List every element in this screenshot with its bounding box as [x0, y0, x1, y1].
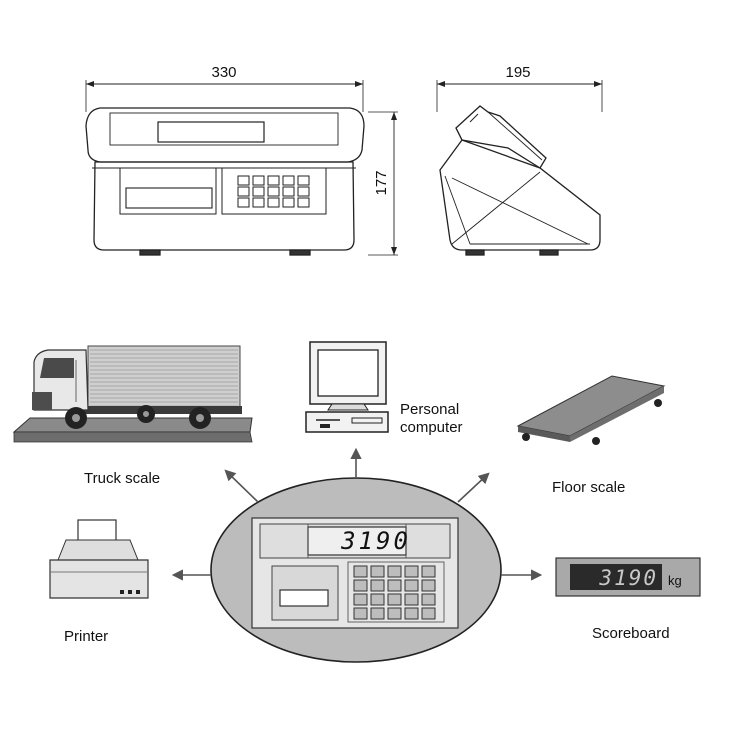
computer-icon: [305, 341, 389, 433]
personal-computer-label-line2: computer: [400, 419, 463, 436]
indicator-keypad-key: [404, 579, 419, 592]
indicator-keypad-key: [353, 579, 368, 592]
indicator-keypad-key: [370, 579, 385, 592]
indicator-keypad-key: [370, 607, 385, 620]
indicator-keypad-key: [421, 579, 436, 592]
indicator-keypad-key: [421, 565, 436, 578]
front-keypad-key: [237, 186, 250, 197]
front-keypad-key: [297, 186, 310, 197]
indicator-keypad-key: [370, 593, 385, 606]
front-keypad-key: [237, 175, 250, 186]
front-keypad-key: [252, 175, 265, 186]
arrow-to-truck-scale: [224, 469, 259, 503]
arrow-to-floor-scale: [457, 472, 490, 503]
indicator-keypad-key: [421, 607, 436, 620]
indicator-keypad-key: [387, 579, 402, 592]
front-keypad-key: [297, 175, 310, 186]
front-view-drawing: [85, 80, 398, 256]
front-keypad-key: [282, 197, 295, 208]
floor-scale-icon: [516, 375, 666, 445]
depth-dimension-label: 195: [505, 64, 530, 81]
front-keypad-key: [282, 175, 295, 186]
indicator-keypad-key: [387, 607, 402, 620]
front-keypad-key: [237, 197, 250, 208]
floor-scale-label: Floor scale: [552, 479, 625, 496]
scoreboard-unit: kg: [668, 573, 682, 588]
front-keypad-key: [282, 186, 295, 197]
printer-icon: [49, 519, 149, 599]
indicator-reading: 3190: [340, 527, 411, 555]
front-keypad-key: [267, 197, 280, 208]
scoreboard-label: Scoreboard: [592, 625, 670, 642]
indicator-keypad-key: [404, 593, 419, 606]
truck-icon: [12, 345, 253, 443]
connection-arrows: [171, 447, 543, 581]
indicator-keypad-key: [387, 593, 402, 606]
indicator-keypad-key: [387, 565, 402, 578]
front-keypad-key: [267, 175, 280, 186]
indicator-keypad-key: [353, 607, 368, 620]
printer-label: Printer: [64, 628, 108, 645]
indicator-keypad-key: [421, 593, 436, 606]
scoreboard-icon: [555, 557, 701, 597]
width-dimension-label: 330: [211, 64, 236, 81]
scoreboard-reading: 3190: [598, 566, 658, 590]
front-keypad-key: [252, 197, 265, 208]
personal-computer-label-line1: Personal: [400, 401, 459, 418]
truck-scale-label: Truck scale: [84, 470, 160, 487]
indicator-keypad-key: [404, 607, 419, 620]
indicator-keypad-key: [370, 565, 385, 578]
side-view-drawing: [436, 80, 603, 256]
front-keypad-key: [267, 186, 280, 197]
front-keypad: [237, 175, 310, 208]
indicator-keypad-key: [404, 565, 419, 578]
indicator-keypad-key: [353, 565, 368, 578]
indicator-keypad-key: [353, 593, 368, 606]
front-keypad-key: [297, 197, 310, 208]
height-dimension-label: 177: [373, 170, 390, 195]
front-keypad-key: [252, 186, 265, 197]
indicator-keypad: [353, 565, 436, 620]
